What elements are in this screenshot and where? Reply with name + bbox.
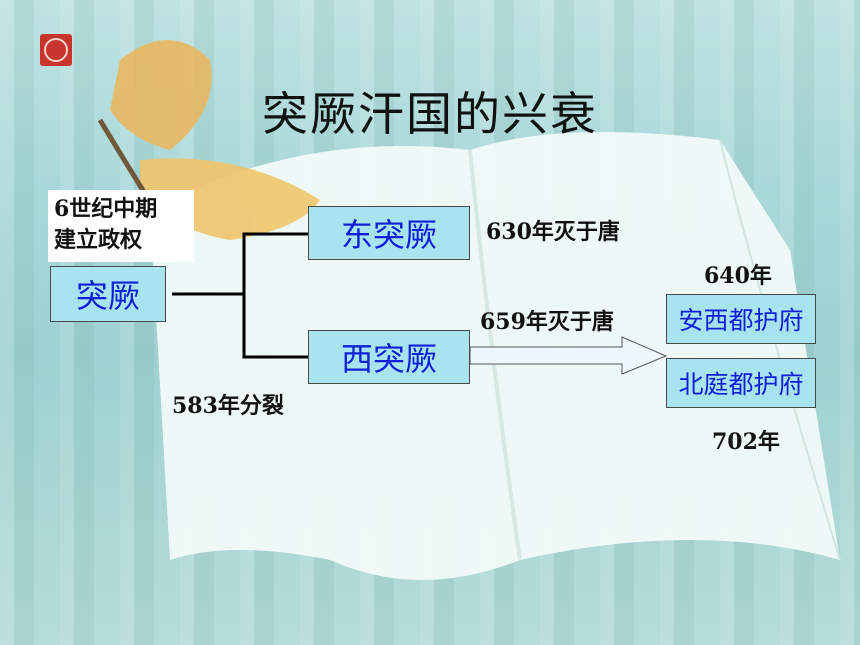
logo-icon xyxy=(40,34,72,66)
west-fall-label: 659年灭于唐 xyxy=(480,309,614,335)
founding-note: 6世纪中期 建立政权 xyxy=(48,190,194,262)
anxi-protectorate-box: 安西都护府 xyxy=(666,294,816,344)
west-tujue-box: 西突厥 xyxy=(308,330,470,384)
page-title: 突厥汗国的兴衰 xyxy=(262,87,598,141)
anxi-year-label: 640年 xyxy=(704,263,772,289)
split-label: 583年分裂 xyxy=(172,393,284,419)
founding-note-line-1: 6世纪中期 xyxy=(54,196,158,222)
arrow-to-protectorates xyxy=(469,336,668,375)
east-fall-label: 630年灭于唐 xyxy=(486,219,620,245)
tujue-box: 突厥 xyxy=(50,266,166,322)
beiting-year-label: 702年 xyxy=(712,429,780,455)
founding-note-line-2: 建立政权 xyxy=(54,227,143,253)
east-tujue-box: 东突厥 xyxy=(308,206,470,260)
beiting-protectorate-box: 北庭都护府 xyxy=(666,358,816,408)
